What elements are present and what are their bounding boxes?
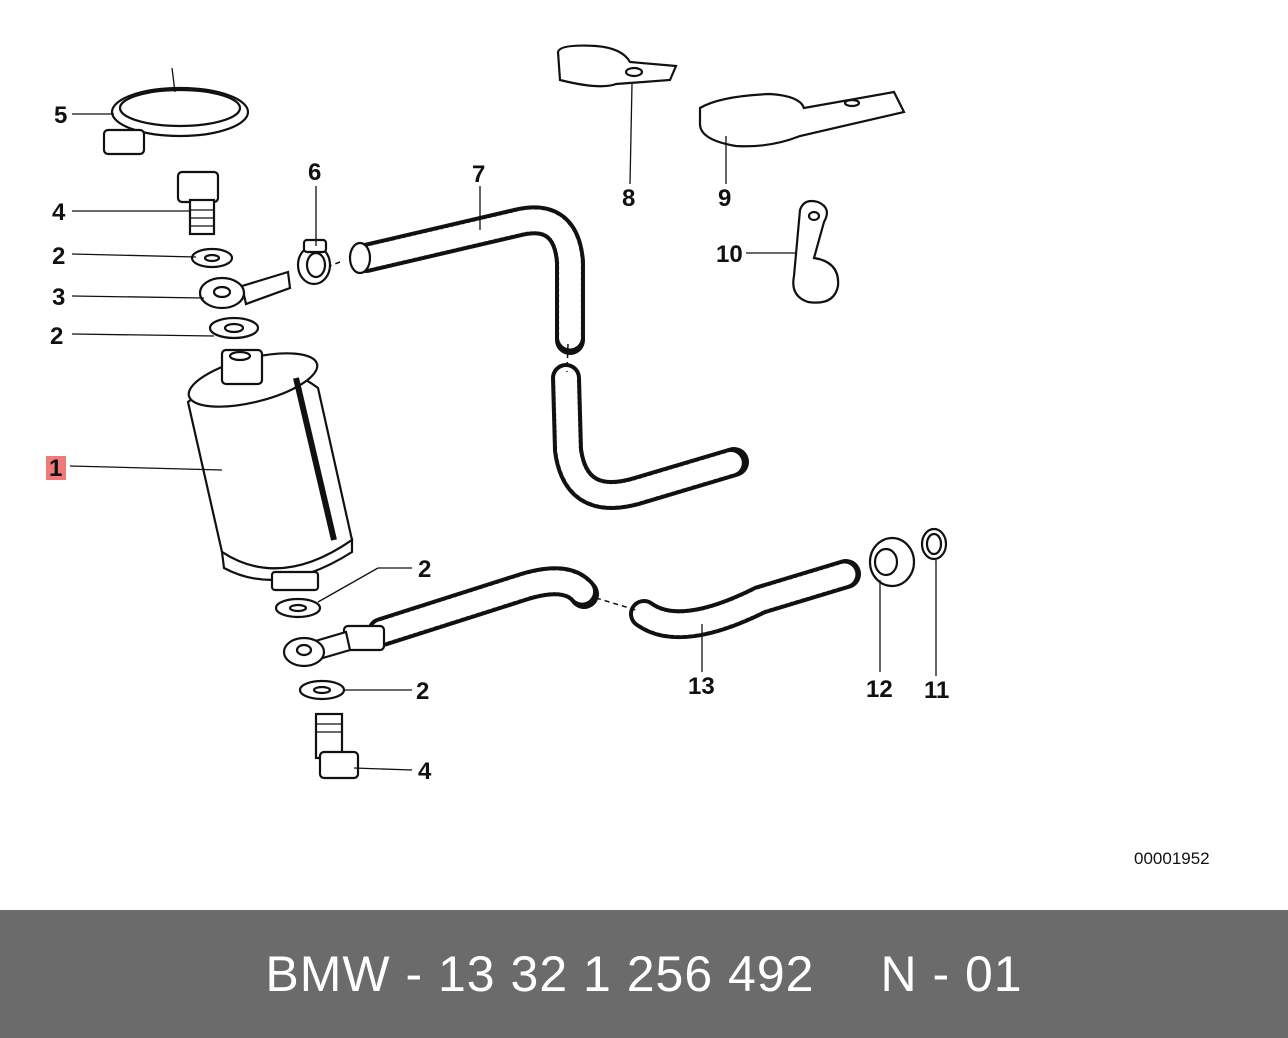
callout-2-lower-a[interactable]: 2 bbox=[418, 556, 431, 583]
callout-12[interactable]: 12 bbox=[866, 676, 893, 703]
washer-part-2-middle bbox=[208, 316, 260, 340]
callout-3[interactable]: 3 bbox=[52, 284, 65, 311]
reference-code: N - 01 bbox=[880, 946, 1023, 1002]
banjo-bolt-part-4-lower bbox=[314, 712, 360, 780]
bracket-part-8 bbox=[556, 44, 678, 88]
callout-2-middle[interactable]: 2 bbox=[50, 323, 63, 350]
hose-clamp-part-5 bbox=[102, 67, 250, 156]
callout-5[interactable]: 5 bbox=[54, 102, 67, 129]
callout-11[interactable]: 11 bbox=[924, 677, 949, 704]
small-clamp-part-6 bbox=[296, 238, 332, 286]
washer-part-2-lower-a bbox=[274, 597, 322, 619]
callout-13[interactable]: 13 bbox=[688, 673, 715, 700]
callout-highlight bbox=[46, 456, 66, 480]
callout-2-lower-b[interactable]: 2 bbox=[416, 678, 429, 705]
callout-10[interactable]: 10 bbox=[716, 241, 743, 268]
callout-4-lower[interactable]: 4 bbox=[418, 758, 432, 785]
banjo-fitting-part-3 bbox=[198, 270, 292, 310]
drawing-number: 00001952 bbox=[1134, 849, 1210, 868]
callout-2-upper[interactable]: 2 bbox=[52, 243, 65, 270]
callout-7[interactable]: 7 bbox=[472, 161, 485, 188]
washer-part-2-upper bbox=[190, 247, 234, 269]
parts-diagram: 5 4 2 3 2 1 6 7 8 9 10 2 2 4 13 12 11 00… bbox=[46, 44, 1210, 868]
nut-part-12 bbox=[868, 536, 916, 588]
fuel-filter-part-1 bbox=[186, 348, 354, 592]
callout-4-upper[interactable]: 4 bbox=[52, 199, 66, 226]
callout-6[interactable]: 6 bbox=[308, 159, 321, 186]
washer-part-2-lower-b bbox=[298, 679, 346, 701]
banjo-bolt-part-4-upper bbox=[176, 170, 220, 236]
callout-1[interactable]: 1 bbox=[49, 455, 62, 482]
fuel-hose-part-13 bbox=[282, 559, 861, 668]
clip-part-10 bbox=[792, 199, 840, 304]
seal-ring-part-11 bbox=[920, 527, 948, 561]
callout-9[interactable]: 9 bbox=[718, 185, 731, 212]
footer-bar: BMW - 13 32 1 256 492 N - 01 bbox=[0, 910, 1288, 1038]
part-number-label: BMW - 13 32 1 256 492 bbox=[265, 946, 815, 1002]
leader-lines bbox=[69, 83, 937, 771]
callout-8[interactable]: 8 bbox=[622, 185, 635, 212]
fuel-hose-part-7 bbox=[329, 205, 749, 510]
bracket-part-9 bbox=[698, 90, 906, 148]
